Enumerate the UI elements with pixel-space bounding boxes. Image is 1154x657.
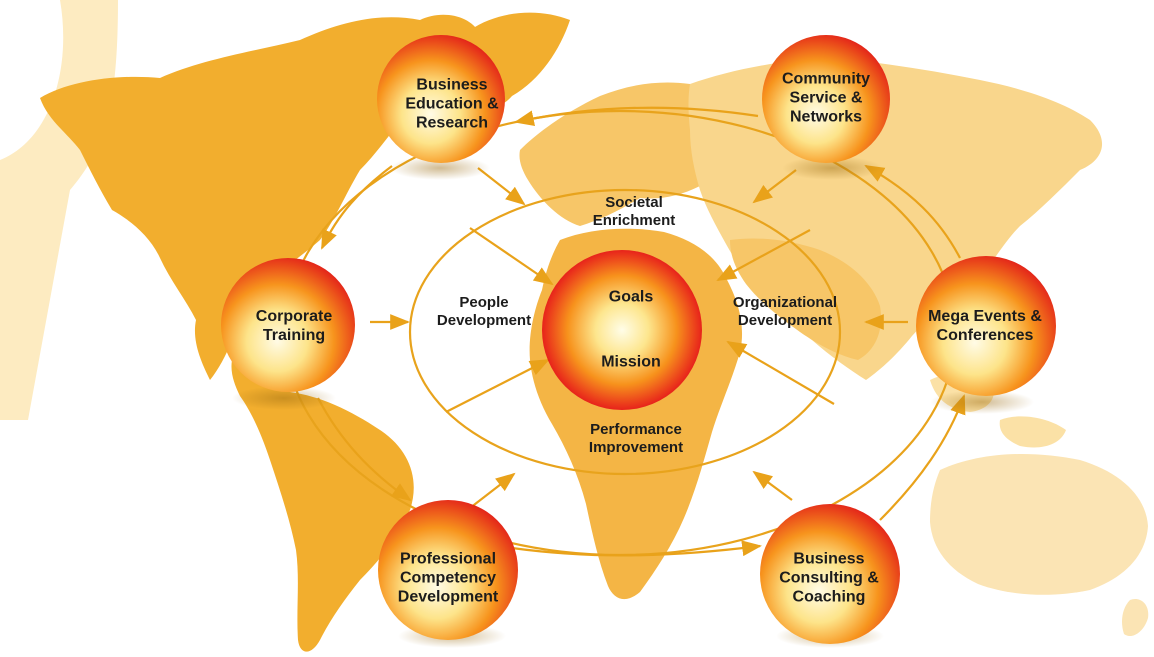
sphere-professional-competency-development <box>378 500 518 640</box>
core-sphere <box>542 250 702 410</box>
sphere-business-education-research <box>377 35 505 163</box>
arrow-community-to-education <box>514 106 759 127</box>
inner-ring <box>408 188 842 476</box>
inner-label-performance-improvement: Performance Improvement <box>588 421 684 456</box>
arrow-inner-bottom-right <box>726 341 835 405</box>
arrow-education-to-corporate <box>321 165 393 250</box>
arrow-professional-to-inner <box>469 472 516 509</box>
arrow-mega-to-community <box>864 165 961 259</box>
continent-new-zealand <box>1122 598 1149 637</box>
accent-strip <box>0 0 118 420</box>
inner-label-organizational-development: Organizational Development <box>732 294 838 329</box>
continent-middle-east <box>730 238 882 360</box>
sphere-corporate-training <box>221 258 355 392</box>
node-label-business-education-research: Business Education & Research <box>405 76 499 132</box>
inner-label-people-development: People Development <box>436 294 532 329</box>
arrow-inner-bottom-left <box>445 359 550 413</box>
arrow-education-to-inner <box>477 167 526 206</box>
core-label-goals: Goals <box>608 288 654 306</box>
node-label-business-consulting-coaching: Business Consulting & Coaching <box>779 550 879 606</box>
core-label-mission: Mission <box>601 353 661 371</box>
node-label-mega-events-conferences: Mega Events & Conferences <box>928 308 1042 344</box>
node-label-community-service-networks: Community Service & Networks <box>782 70 870 126</box>
sphere-community-service-networks <box>762 35 890 163</box>
arrow-inner-top-left <box>469 227 554 286</box>
arrow-community-to-inner <box>752 169 797 204</box>
arrow-inner-top-right <box>716 229 811 281</box>
continent-australia <box>930 454 1148 595</box>
inner-label-societal-enrichment: Societal Enrichment <box>592 194 676 229</box>
arrow-professional-to-consulting <box>511 540 762 557</box>
sphere-mega-events-conferences <box>916 256 1056 396</box>
sphere-business-consulting-coaching <box>760 504 900 644</box>
arrow-consulting-to-inner <box>752 470 793 501</box>
node-label-professional-competency-development: Professional Competency Development <box>397 550 499 606</box>
arrow-corporate-to-professional <box>317 397 412 502</box>
node-label-corporate-training: Corporate Training <box>255 308 333 344</box>
connector-arrows <box>317 106 966 557</box>
continent-south-america <box>231 360 414 652</box>
continent-north-america <box>40 14 480 380</box>
